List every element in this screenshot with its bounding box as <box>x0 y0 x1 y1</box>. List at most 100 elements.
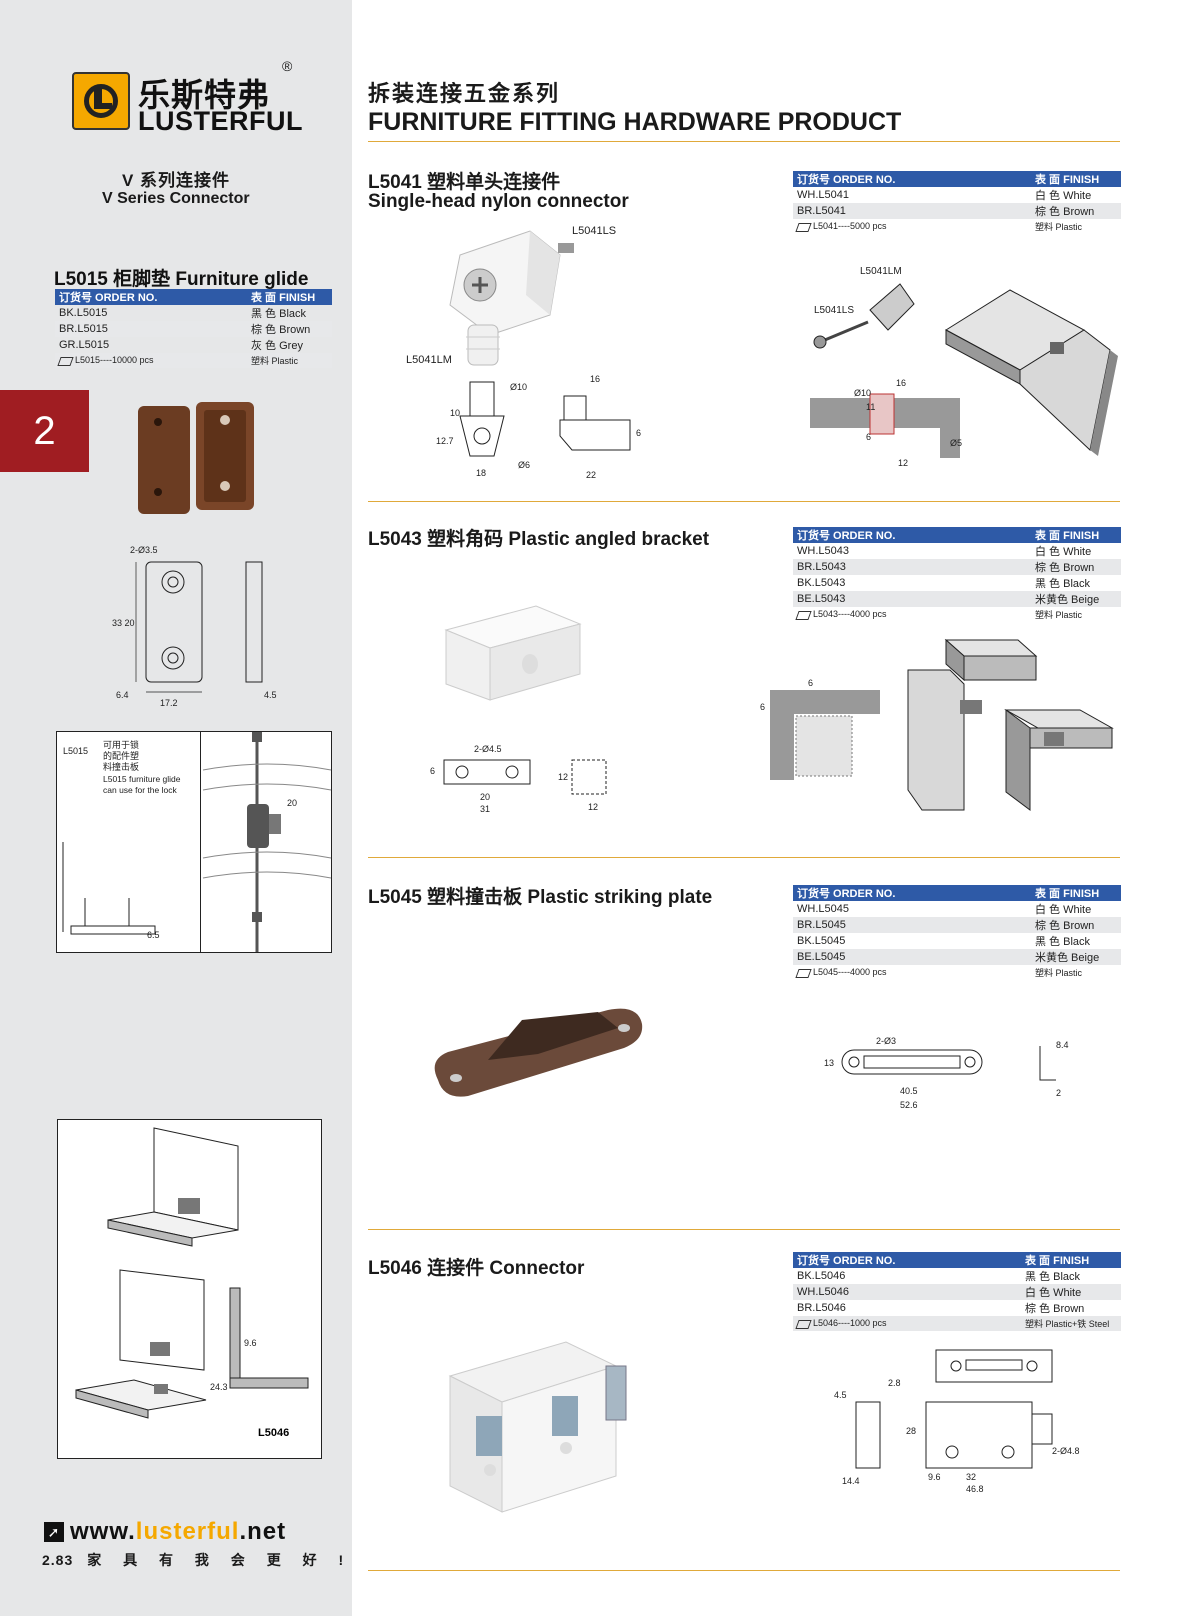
material: 塑料 Plastic <box>1035 610 1083 620</box>
finish-cell: 白 色 White <box>1021 1284 1121 1300</box>
dim-w3: 32 <box>966 1472 976 1482</box>
dim-s12: 12 <box>558 772 568 782</box>
dim-w2: 52.6 <box>900 1100 918 1110</box>
note-en-2: can use for the lock <box>103 785 177 795</box>
finish-cell: 棕 色 Brown <box>1031 559 1121 575</box>
finish-header: 表 面 FINISH <box>247 289 332 305</box>
label-ls: L5041LS <box>572 225 617 237</box>
l5046-code-label: L5046 <box>258 1427 289 1439</box>
dim-hh: 20 <box>287 798 297 808</box>
dim-w16: 16 <box>590 374 600 384</box>
l5046-assembly-illustration: 9.6 24.3 L5046 <box>75 1127 309 1439</box>
order-cell: BR.L5046 <box>797 1302 846 1314</box>
finish-cell: 米黄色 Beige <box>1031 591 1121 607</box>
material: 塑料 Plastic <box>1035 222 1083 232</box>
finish-cell: 棕 色 Brown <box>1031 917 1121 933</box>
dim-h: 6 <box>430 766 435 776</box>
finish-cell: 黑 色 Black <box>1035 936 1091 948</box>
dim-s11: 11 <box>866 402 875 412</box>
dim-w18: 18 <box>476 468 486 478</box>
dim-d10-b: Ø10 <box>854 388 871 398</box>
dim-w1: 14.4 <box>842 1476 860 1486</box>
dim-s6-b: 6 <box>866 432 871 442</box>
brand-name-en: LUSTERFUL <box>138 106 303 136</box>
dim-w1: 6.4 <box>116 690 129 700</box>
footer-slogan: 2.83 家 具 有 我 会 更 好 ! <box>42 1550 352 1570</box>
finish-cell: 棕 色 Brown <box>247 321 332 337</box>
finish-cell: 黑 色 Black <box>1035 578 1091 590</box>
label-lm-2: L5041LM <box>860 266 902 277</box>
logo-mark-icon <box>72 72 130 130</box>
finish-cell: 灰 色 Grey <box>251 340 303 352</box>
dim-b: 2.8 <box>888 1378 901 1388</box>
dim-s2: 24.3 <box>210 1382 228 1392</box>
material: 塑料 Plastic <box>247 353 332 368</box>
order-cell: BK.L5015 <box>59 307 108 319</box>
url-pre: www. <box>70 1518 136 1545</box>
slogan-text: 家 具 有 我 会 更 好 ! <box>87 1552 353 1568</box>
pack-qty: L5046----1000 pcs <box>813 1318 887 1329</box>
finish-cell: 棕 色 Brown <box>1025 1303 1085 1315</box>
page-number: 2.83 <box>42 1552 74 1568</box>
package-icon <box>57 356 74 366</box>
note-cn-1: 可用于锁 <box>103 740 140 750</box>
finish-header: 表 面 FINISH <box>1031 171 1121 187</box>
finish-cell: 白 色 White <box>1035 190 1092 202</box>
l5041-drawing: Ø10 10 12.7 18 Ø6 16 6 22 <box>436 374 641 480</box>
divider <box>368 857 1120 858</box>
order-cell: BE.L5045 <box>793 949 1031 965</box>
order-cell: BK.L5045 <box>797 935 846 947</box>
l5045-drawing: 2-Ø3 13 40.5 52.6 8.4 2 <box>824 1036 1069 1110</box>
finish-header: 表 面 FINISH <box>1021 1252 1121 1268</box>
note-en-1: L5015 furniture glide <box>103 774 181 784</box>
material: 塑料 Plastic <box>1035 968 1083 978</box>
dim-height: 33 20 <box>112 618 135 628</box>
dim-a: 4.5 <box>834 1390 847 1400</box>
label-ls-2: L5041LS <box>814 305 855 316</box>
l5015-title: L5015 柜脚垫 Furniture glide <box>54 269 309 290</box>
dim-h10: 10 <box>450 408 460 418</box>
order-cell: WH.L5045 <box>797 903 849 915</box>
dim-s6: 6 <box>808 678 813 688</box>
l5041-name-cn: L5041 塑料单头连接件 <box>368 172 561 193</box>
dim-t2: 2 <box>1056 1088 1061 1098</box>
pack-qty: L5041----5000 pcs <box>813 221 887 232</box>
l5015-drawing: 2-Ø3.5 33 20 6.4 17.2 4.5 <box>112 545 277 708</box>
dim-h: 28 <box>906 1426 916 1436</box>
brand-name-cn: 乐斯特弗 <box>138 77 271 113</box>
dim-w1: 40.5 <box>900 1086 918 1096</box>
divider <box>368 501 1120 502</box>
series-name-cn: V 系列连接件 <box>122 171 231 190</box>
dim-w31: 31 <box>480 804 490 814</box>
order-header: 订货号 ORDER NO. <box>793 885 1031 901</box>
dim-s6-b: 6 <box>760 702 765 712</box>
package-icon <box>795 610 812 620</box>
order-cell: BR.L5045 <box>793 917 1031 933</box>
dim-holes: 2-Ø4.5 <box>474 744 502 754</box>
l5045-title: L5045 塑料撞击板 Plastic striking plate <box>368 887 713 908</box>
page-tab: 2 <box>0 390 89 472</box>
finish-cell: 黑 色 Black <box>1025 1271 1081 1283</box>
dim-w20: 20 <box>480 792 490 802</box>
dim-t: 8.4 <box>1056 1040 1069 1050</box>
l5041-assembly: Ø10 16 11 6 Ø5 12 <box>810 283 1118 468</box>
dim-d6: Ø6 <box>518 460 530 470</box>
footer-url[interactable]: ➚www.lusterful.net <box>44 1518 286 1546</box>
page-title-en: FURNITURE FITTING HARDWARE PRODUCT <box>368 108 902 136</box>
dim-w2: 17.2 <box>160 698 178 708</box>
order-cell: BK.L5043 <box>797 577 846 589</box>
dim-b: 6.5 <box>147 930 160 940</box>
order-cell: BE.L5043 <box>793 591 1031 607</box>
order-cell: WH.L5041 <box>797 189 849 201</box>
order-cell: WH.L5043 <box>797 545 849 557</box>
dim-w16-b: 16 <box>896 378 906 388</box>
package-icon <box>795 968 812 978</box>
note-cn-2: 的配件塑 <box>103 751 140 761</box>
dim-s12-b: 12 <box>588 802 598 812</box>
order-cell: WH.L5046 <box>793 1284 1021 1300</box>
pack-qty: L5045----4000 pcs <box>813 967 887 978</box>
l5041-photo <box>449 230 574 366</box>
l5043-drawing: 2-Ø4.5 6 20 31 12 12 <box>430 744 607 814</box>
